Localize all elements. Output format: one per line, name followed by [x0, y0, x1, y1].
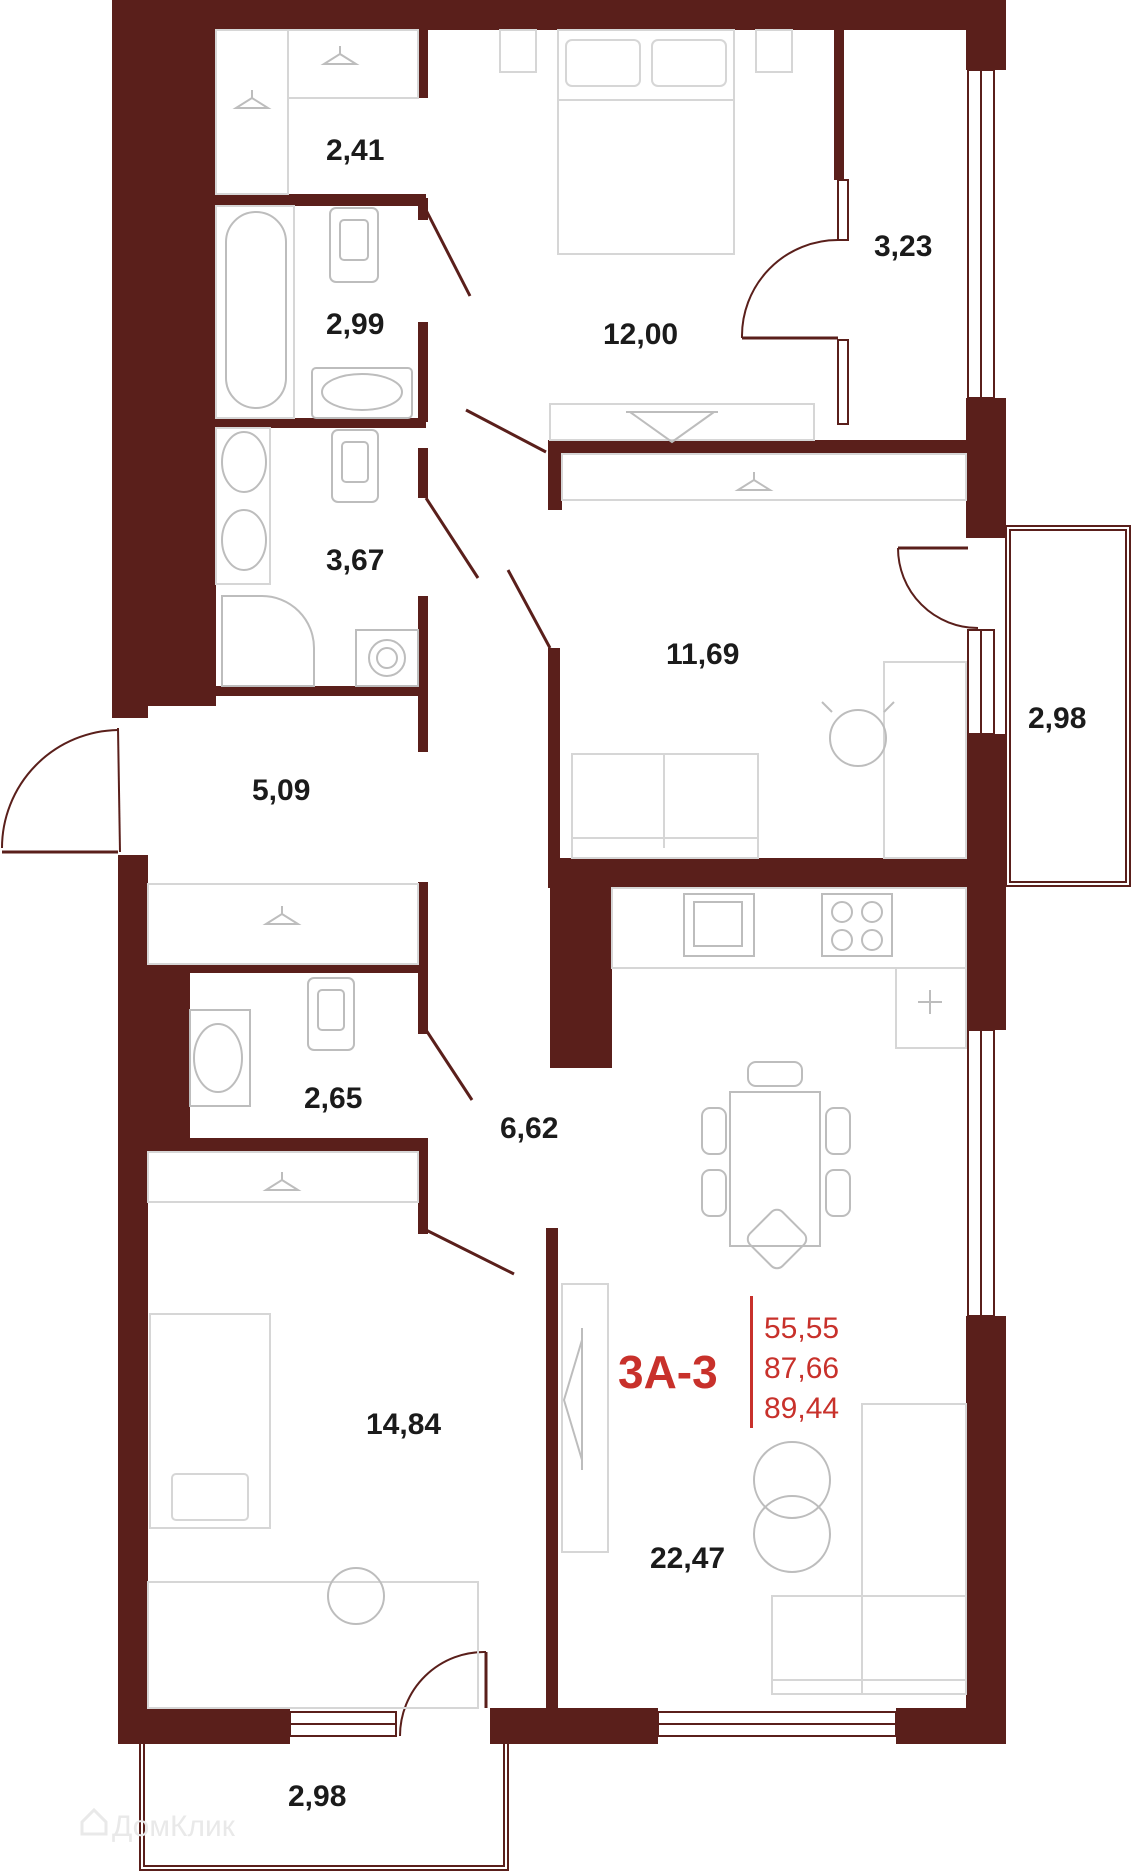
- furniture: [147, 29, 967, 1709]
- chair-icon: [327, 1567, 385, 1625]
- area-kitchen-living: 22,47: [650, 1542, 725, 1575]
- windows: [289, 69, 995, 1737]
- bathtub-icon: [225, 211, 287, 409]
- apartment-divider: [750, 1296, 753, 1428]
- stove-icon: [821, 893, 893, 957]
- area-bedroom-bottom: 14,84: [366, 1408, 441, 1441]
- balconies: [139, 525, 1131, 1871]
- apartment-code: 3А-3: [618, 1346, 718, 1398]
- living-area: 55,55: [764, 1312, 839, 1345]
- hanger-icon: [262, 906, 302, 925]
- shower-icon: [221, 595, 315, 687]
- watermark-text: ДомКлик: [112, 1810, 236, 1843]
- area-bathroom-mid: 3,67: [326, 544, 384, 577]
- tv-icon: [562, 1328, 583, 1470]
- area-corridor: 6,62: [500, 1112, 558, 1145]
- toilet-icon: [307, 977, 355, 1051]
- toilet-icon: [331, 429, 379, 503]
- washing-machine-icon: [355, 629, 419, 687]
- tv-icon: [626, 411, 718, 444]
- walls: [112, 0, 1006, 1744]
- apartment-info: 3А-3 55,55 87,66 89,44: [618, 1296, 839, 1428]
- hanger-icon: [734, 472, 774, 491]
- area-wardrobe-top: 2,41: [326, 134, 384, 167]
- area-balcony-right: 2,98: [1028, 702, 1086, 735]
- toilet-icon: [329, 207, 379, 283]
- hanger-icon: [232, 90, 272, 109]
- sink-icon: [311, 367, 413, 419]
- hanger-icon: [320, 46, 360, 65]
- area-balcony-bottom: 2,98: [288, 1780, 346, 1813]
- chair-icon: [821, 701, 895, 767]
- total-area: 87,66: [764, 1352, 839, 1385]
- house-logo-icon: [80, 1807, 108, 1836]
- sofa-icon: [861, 1403, 967, 1695]
- area-hall: 5,09: [252, 774, 310, 807]
- single-bed-icon: [149, 1313, 271, 1529]
- watermark: ДомКлик: [80, 1807, 236, 1843]
- total-area-with-balcony: 89,44: [764, 1392, 839, 1425]
- area-bedroom-top: 12,00: [603, 318, 678, 351]
- room-labels: 2,41 2,99 12,00 3,23 3,67 11,69 2,98 5,0…: [252, 134, 1086, 1813]
- area-wc: 2,65: [304, 1082, 362, 1115]
- double-bed-icon: [557, 29, 735, 255]
- area-bathroom-top: 2,99: [326, 308, 384, 341]
- area-bedroom-mid: 11,69: [666, 638, 739, 671]
- area-wardrobe-right: 3,23: [874, 230, 932, 263]
- doors: [1, 209, 979, 1737]
- dining-table-icon: [701, 1061, 851, 1270]
- hanger-icon: [262, 1172, 302, 1191]
- coffee-table-icon: [753, 1441, 831, 1573]
- sink-icon: [193, 1023, 243, 1093]
